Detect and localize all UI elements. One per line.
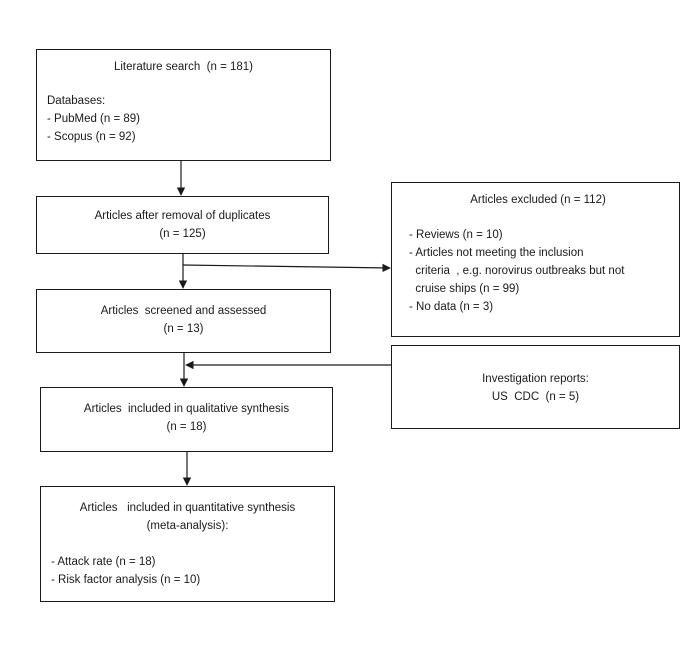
database-item: - Scopus (n = 92) bbox=[47, 131, 136, 143]
qualitative-count: (n = 18) bbox=[166, 421, 207, 433]
screened-label: Articles screened and assessed bbox=[100, 305, 267, 317]
duplicates-removed-box: Articles after removal of duplicates (n … bbox=[36, 196, 329, 254]
quantitative-list: - Attack rate (n = 18) - Risk factor ana… bbox=[51, 553, 324, 589]
investigation-reports-box: Investigation reports: US CDC (n = 5) bbox=[391, 345, 680, 429]
exclusion-list: - Reviews (n = 10) - Articles not meetin… bbox=[409, 226, 667, 316]
dedup-count: (n = 125) bbox=[159, 228, 206, 240]
database-item: - PubMed (n = 89) bbox=[47, 113, 141, 125]
quantitative-label: Articles included in quantitative synthe… bbox=[79, 502, 296, 514]
exclusion-item: - No data (n = 3) bbox=[409, 301, 494, 313]
dedup-label: Articles after removal of duplicates bbox=[94, 210, 271, 222]
qualitative-synthesis-box: Articles included in qualitative synthes… bbox=[40, 387, 333, 452]
database-list: - PubMed (n = 89) - Scopus (n = 92) bbox=[47, 110, 320, 146]
arrow-to-excluded bbox=[182, 263, 391, 273]
quantitative-item: - Risk factor analysis (n = 10) bbox=[51, 574, 201, 586]
screened-count: (n = 13) bbox=[163, 323, 204, 335]
reports-count: US CDC (n = 5) bbox=[491, 391, 580, 403]
exclusion-item: - Articles not meeting the inclusion bbox=[409, 247, 584, 259]
search-title: Literature search (n = 181) bbox=[113, 61, 254, 73]
quantitative-synthesis-box: Articles included in quantitative synthe… bbox=[40, 486, 335, 602]
excluded-title: Articles excluded (n = 112) bbox=[470, 194, 606, 206]
databases-heading: Databases: bbox=[47, 95, 106, 107]
screened-box: Articles screened and assessed (n = 13) bbox=[36, 289, 331, 353]
exclusion-item: - Reviews (n = 10) bbox=[409, 229, 503, 241]
meta-analysis-label: (meta-analysis): bbox=[146, 520, 229, 532]
exclusion-item: cruise ships (n = 99) bbox=[409, 283, 520, 295]
articles-excluded-box: Articles excluded (n = 112) - Reviews (n… bbox=[391, 182, 680, 337]
quantitative-item: - Attack rate (n = 18) bbox=[51, 556, 156, 568]
exclusion-item: criteria , e.g. norovirus outbreaks but … bbox=[409, 265, 625, 277]
qualitative-label: Articles included in qualitative synthes… bbox=[83, 403, 290, 415]
literature-search-box: Literature search (n = 181) Databases: -… bbox=[36, 49, 331, 161]
reports-label: Investigation reports: bbox=[482, 373, 589, 385]
